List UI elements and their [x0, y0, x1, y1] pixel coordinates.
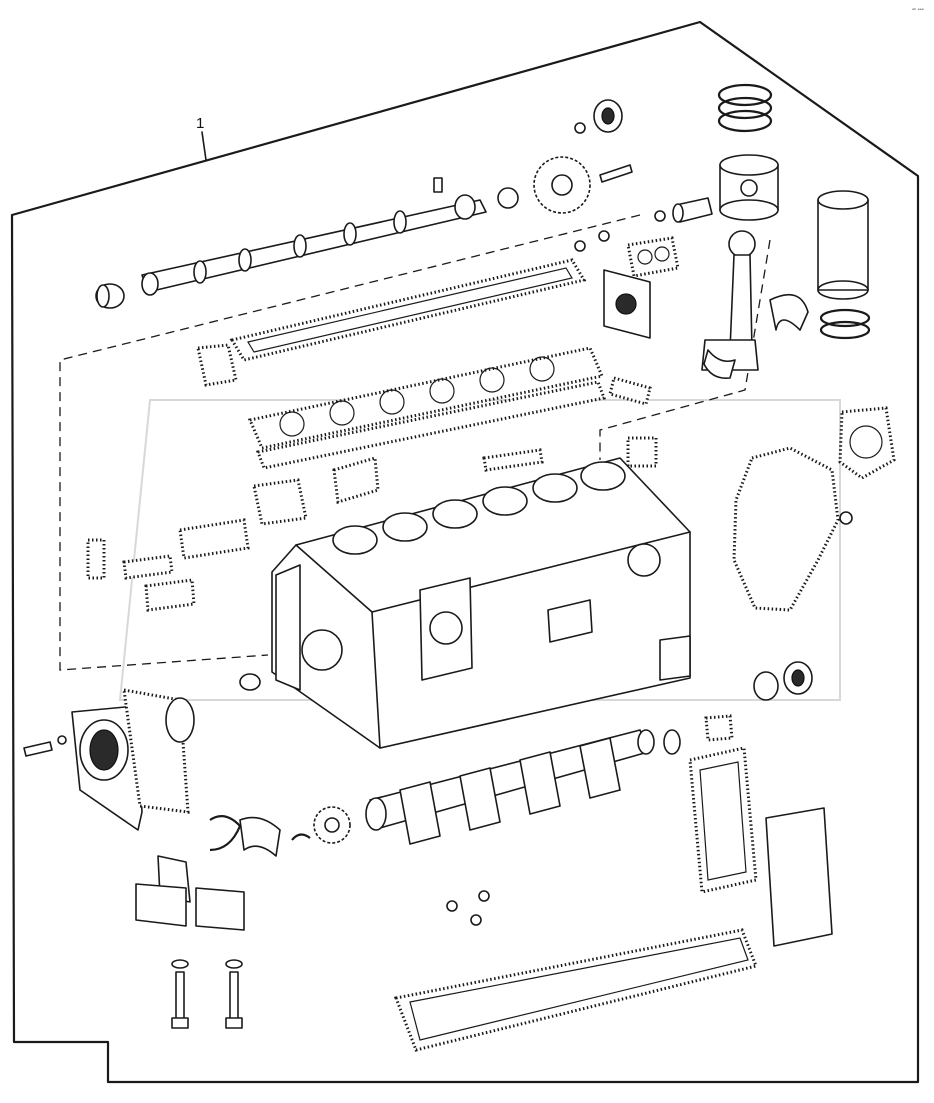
oil-cooler-gasket	[688, 746, 833, 947]
rear-seal-housing	[23, 673, 261, 831]
o-rings	[446, 890, 490, 926]
crankshaft-gear	[313, 806, 351, 844]
cylinder-liner	[817, 190, 871, 340]
piston-pin	[654, 197, 713, 223]
piston	[719, 154, 779, 221]
main-bearing-caps	[135, 855, 245, 931]
bolt	[599, 164, 633, 183]
thrust-washers	[209, 714, 734, 857]
front-oil-seal-rings	[753, 661, 813, 701]
corner-mark: ᵃᵇ ᵉᵉᵉ	[912, 8, 924, 14]
watermark	[118, 399, 841, 701]
front-oil-seal	[593, 99, 623, 133]
piston-rings	[717, 83, 773, 133]
connecting-rod-bearing	[703, 293, 809, 380]
thermostat-housing	[603, 269, 651, 339]
cylinder-head-gasket	[247, 346, 607, 470]
kit-boundary-outline	[10, 20, 920, 1084]
small-gaskets	[86, 343, 658, 612]
water-pump-gasket	[626, 236, 680, 278]
timing-cover-gasket	[732, 406, 896, 612]
dashed-group-lines	[59, 214, 771, 671]
camshaft-bushing	[95, 283, 125, 309]
connecting-rod	[701, 230, 759, 371]
crankshaft	[365, 729, 655, 845]
camshaft	[141, 194, 487, 296]
kit-reference-label: 1	[196, 115, 204, 132]
oil-pan-gasket	[393, 928, 759, 1052]
camshaft-gear	[497, 156, 591, 214]
small-washers	[433, 122, 610, 252]
main-bearing-bolts	[171, 959, 243, 1029]
cylinder-block	[271, 457, 691, 749]
rocker-cover-gasket	[229, 258, 587, 362]
reference-leader-line	[201, 131, 207, 161]
